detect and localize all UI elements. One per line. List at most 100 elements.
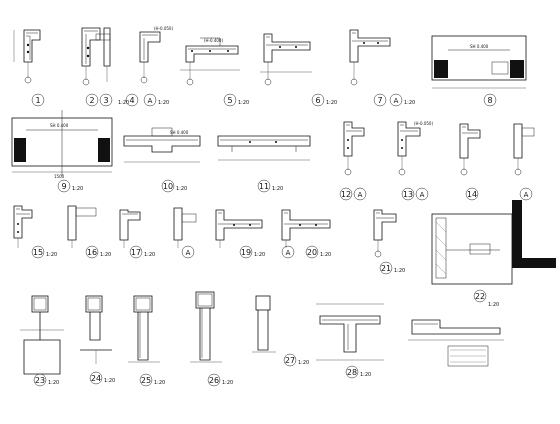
detail-19-number: 19 xyxy=(241,248,251,257)
detail-6-number: 6 xyxy=(315,96,320,105)
detail-5-number: 5 xyxy=(227,96,232,105)
detail-24-number: 24 xyxy=(91,374,101,383)
detail-26-number: 26 xyxy=(209,376,219,385)
detail-26-drawing xyxy=(190,291,222,363)
detail-9-annot: SH 0.400 xyxy=(50,123,69,128)
detail-28-scale: 1:20 xyxy=(360,372,371,378)
detail-28-number: 28 xyxy=(347,368,357,377)
detail-20-number: 20 xyxy=(307,248,317,257)
detail-14-number: 14 xyxy=(467,190,477,199)
detail-4-drawing: (H-0.050) xyxy=(139,26,173,84)
detail-11-number: 11 xyxy=(259,182,269,191)
svg-text:A: A xyxy=(394,97,399,105)
detail-17-number: 17 xyxy=(131,248,141,257)
detail-12-label: 12 A xyxy=(339,187,367,201)
detail-13-label: 13 A xyxy=(401,187,429,201)
detail-13-drawing: (H-0.050) xyxy=(397,121,433,176)
detail-6-drawing xyxy=(260,33,312,86)
detail-21-drawing xyxy=(373,209,397,258)
detail-13-elev: (H-0.050) xyxy=(414,121,433,126)
detail-11-drawing xyxy=(217,135,311,161)
svg-text:A: A xyxy=(358,191,363,199)
svg-text:A: A xyxy=(420,191,425,199)
detail-1-label: 1 xyxy=(31,93,45,107)
detail-2-label: 2 xyxy=(85,93,99,107)
svg-text:A: A xyxy=(286,249,291,257)
detail-24-drawing xyxy=(80,295,112,364)
detail-27-scale: 1:20 xyxy=(298,360,309,366)
detail-1-number: 1 xyxy=(35,96,40,105)
detail-28-drawing xyxy=(316,303,384,361)
detail-1-drawing xyxy=(13,29,41,84)
detail-15-label: 15 1:20 xyxy=(31,245,57,259)
detail-22-scale: 1:20 xyxy=(488,302,499,308)
detail-27-drawing xyxy=(252,295,276,353)
detail-4-label: 4 A 1:20 xyxy=(125,93,169,107)
detail-23-label: 23 1:20 xyxy=(33,373,59,387)
detail-22-number: 22 xyxy=(475,292,485,301)
detail-17-scale: 1:20 xyxy=(144,252,155,258)
detail-4-number: 4 xyxy=(129,96,134,105)
detail-27-label: 27 1:20 xyxy=(283,353,309,367)
detail-28-label: 28 1:20 xyxy=(345,365,371,379)
detail-17-drawing xyxy=(119,209,141,248)
detail-5-drawing: (H-0.400) xyxy=(180,37,240,86)
detail-extra-drawing xyxy=(408,319,504,367)
detail-21-scale: 1:20 xyxy=(394,268,405,274)
detail-24-scale: 1:20 xyxy=(104,378,115,384)
detail-19-drawing xyxy=(215,209,263,248)
detail-5-label: 5 1:20 xyxy=(223,93,249,107)
detail-27-number: 27 xyxy=(285,356,295,365)
detail-8-drawing: SH 0.400 xyxy=(431,35,527,89)
detail-23-scale: 1:20 xyxy=(48,380,59,386)
detail-8-label: 8 xyxy=(483,93,497,107)
detail-2-number: 2 xyxy=(89,96,94,105)
detail-7-scale: 1:20 xyxy=(404,100,415,106)
svg-text:A: A xyxy=(524,191,529,199)
detail-21-label: 21 1:20 xyxy=(379,261,405,275)
detail-11-label: 11 1:20 xyxy=(257,179,283,193)
detail-16-label: 16 1:20 xyxy=(85,245,111,259)
detail-3-number: 3 xyxy=(103,96,108,105)
detail-16-drawing xyxy=(67,205,97,248)
detail-2-scale: 1:20 xyxy=(118,100,129,106)
detail-15-number: 15 xyxy=(33,248,43,257)
detail-11-scale: 1:20 xyxy=(272,186,283,192)
detail-14-drawing xyxy=(459,123,535,176)
svg-text:A: A xyxy=(148,97,153,105)
detail-7-drawing xyxy=(349,29,391,86)
detail-6-scale: 1:20 xyxy=(326,100,337,106)
detail-26-label: 26 1:20 xyxy=(207,373,233,387)
detail-25-drawing xyxy=(128,295,160,363)
detail-9-label: 9 1:20 xyxy=(57,179,83,193)
detail-13-number: 13 xyxy=(403,190,413,199)
detail-26-scale: 1:20 xyxy=(222,380,233,386)
detail-19-label: 19 1:20 xyxy=(239,245,265,259)
detail-9-dim: 1500 xyxy=(54,174,65,179)
detail-12-drawing xyxy=(343,121,365,176)
detail-4-elev: (H-0.050) xyxy=(154,26,173,31)
detail-23-drawing xyxy=(20,295,64,375)
detail-9-scale: 1:20 xyxy=(72,186,83,192)
detail-10-scale: 1:20 xyxy=(176,186,187,192)
detail-4-scale: 1:20 xyxy=(158,100,169,106)
detail-17-label: 17 1:20 xyxy=(129,245,155,259)
detail-10-number: 10 xyxy=(163,182,173,191)
detail-3-label: 3 1:20 xyxy=(99,93,129,107)
detail-10-annot: SH 0.400 xyxy=(170,130,189,135)
detail-16-scale: 1:20 xyxy=(100,252,111,258)
svg-text:A: A xyxy=(186,249,191,257)
detail-7-number: 7 xyxy=(377,96,382,105)
detail-9-number: 9 xyxy=(61,182,66,191)
detail-5-scale: 1:20 xyxy=(238,100,249,106)
detail-3-drawing xyxy=(103,27,111,82)
detail-20-drawing xyxy=(281,209,331,248)
detail-8-annot: SH 0.400 xyxy=(470,44,489,49)
detail-20-scale: 1:20 xyxy=(320,252,331,258)
detail-18-label: A xyxy=(181,245,195,259)
detail-19-scale: 1:20 xyxy=(254,252,265,258)
detail-24-label: 24 1:20 xyxy=(89,371,115,385)
detail-22-label: 22 1:20 xyxy=(473,289,499,308)
